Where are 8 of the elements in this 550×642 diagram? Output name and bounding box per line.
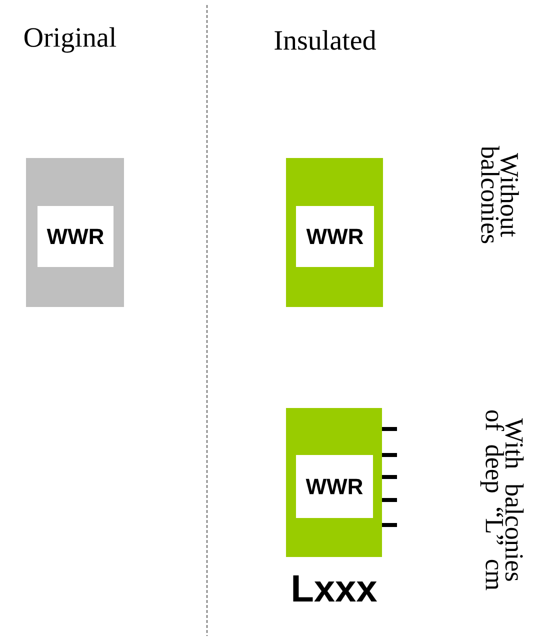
window-box: WWR	[296, 455, 373, 518]
column-heading: Original	[24, 27, 116, 53]
row-label: Without balconies	[481, 146, 519, 244]
column-heading: Insulated	[274, 30, 376, 50]
length-label: Lxxx	[293, 575, 378, 602]
row-label: With balconies of deep “L” cm	[480, 410, 524, 590]
window-box: WWR	[296, 206, 374, 267]
window-box: WWR	[38, 206, 114, 267]
